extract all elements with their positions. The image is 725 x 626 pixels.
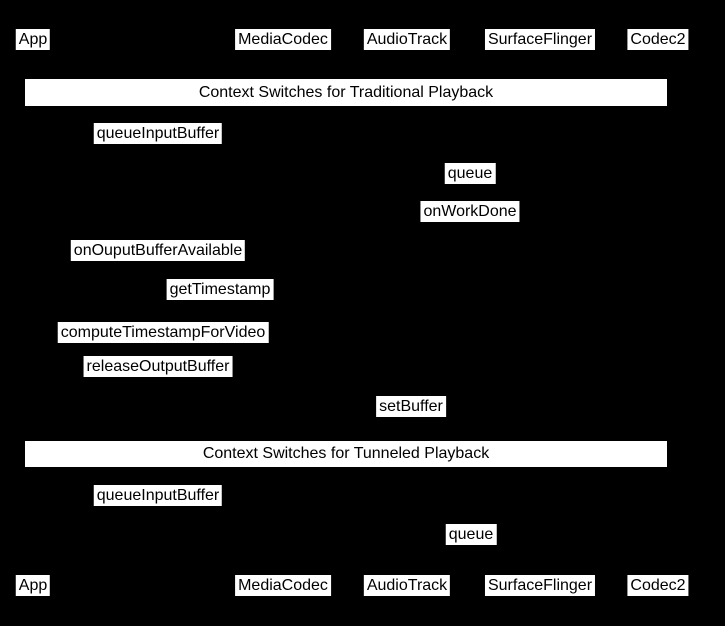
participant-codec2-top: Codec2 bbox=[627, 29, 689, 50]
participant-codec2-bottom: Codec2 bbox=[627, 575, 689, 596]
participant-audiotrack-top: AudioTrack bbox=[363, 29, 451, 50]
message-label-queueinputbuffer-1: queueInputBuffer bbox=[93, 123, 223, 144]
message-label-onworkdone: onWorkDone bbox=[420, 201, 520, 222]
section-title-tunneled-playback: Context Switches for Tunneled Playback bbox=[25, 441, 667, 467]
participant-app-bottom: App bbox=[15, 575, 51, 596]
participant-surfaceflinger-bottom: SurfaceFlinger bbox=[484, 575, 596, 596]
participant-mediacodec-top: MediaCodec bbox=[235, 29, 331, 50]
message-label-gettimestamp: getTimestamp bbox=[166, 279, 274, 300]
participant-app-top: App bbox=[15, 29, 51, 50]
participant-surfaceflinger-top: SurfaceFlinger bbox=[484, 29, 596, 50]
message-label-releaseoutputbuffer: releaseOutputBuffer bbox=[83, 356, 233, 377]
participant-audiotrack-bottom: AudioTrack bbox=[363, 575, 451, 596]
section-title-traditional-playback: Context Switches for Traditional Playbac… bbox=[25, 79, 667, 106]
message-label-setbuffer: setBuffer bbox=[376, 396, 446, 417]
participant-mediacodec-bottom: MediaCodec bbox=[235, 575, 331, 596]
message-label-computetimestampforvideo: computeTimestampForVideo bbox=[57, 322, 269, 343]
message-label-queue-1: queue bbox=[444, 163, 496, 184]
message-label-onouputbufferavailable: onOuputBufferAvailable bbox=[70, 240, 246, 261]
message-label-queueinputbuffer-2: queueInputBuffer bbox=[93, 485, 223, 506]
message-label-queue-2: queue bbox=[445, 524, 497, 545]
